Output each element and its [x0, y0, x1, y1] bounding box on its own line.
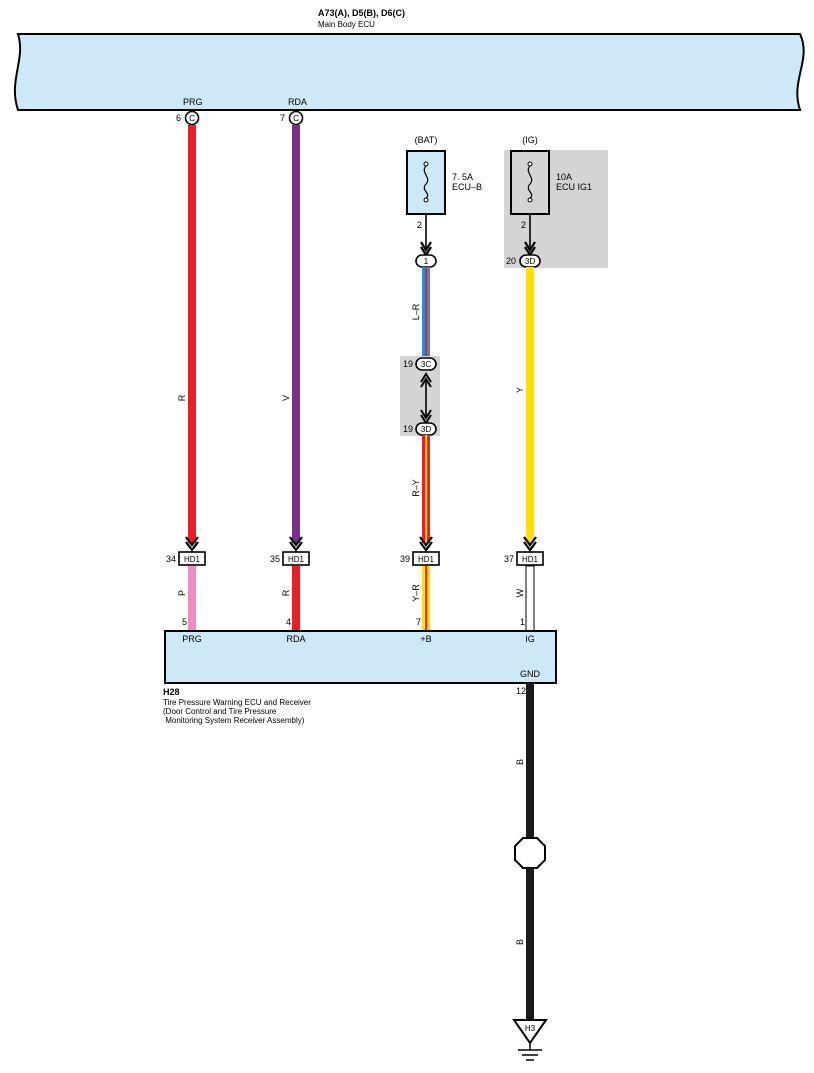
receiver-pin-7: 7 [416, 617, 421, 627]
junction-lower-pin: 19 [403, 424, 413, 434]
ground-point-h3 [512, 1019, 548, 1045]
wire-prg-upper [188, 125, 196, 543]
hd1-pin-35: 35 [270, 554, 280, 564]
receiver-terminal-ig: IG [525, 634, 535, 644]
junction-upper-pin: 19 [403, 359, 413, 369]
hd1-connector-bat-label: HD1 [418, 555, 435, 564]
wire-rda-lower [292, 566, 300, 631]
ecu-pin-7: 7 [280, 113, 285, 123]
bat-connector-label: 1 [424, 257, 429, 266]
wire-ig-upper-label: Y [515, 387, 525, 393]
junction-3d-label: 3D [421, 425, 431, 434]
wire-gnd-upper [526, 683, 534, 838]
ig-fuse-source: (IG) [522, 135, 538, 145]
junction-3c-label: 3C [421, 360, 431, 369]
main-ecu-title: A73(A), D5(B), D6(C) [318, 8, 405, 18]
receiver-name-line-1: Tire Pressure Warning ECU and Receiver [163, 698, 311, 707]
ecu-connector-c-rda [288, 110, 304, 126]
fuse-icon [423, 161, 429, 203]
receiver-pin-5: 5 [182, 617, 187, 627]
wire-gnd-upper-label: B [515, 759, 525, 765]
wire-bat-middle-stripe [425, 435, 427, 543]
hd1-pin-37: 37 [504, 554, 514, 564]
wire-ig-upper [526, 267, 534, 543]
hd1-connector-ig [516, 551, 544, 566]
receiver-terminal-b: +B [420, 634, 431, 644]
wire-prg-upper-label: R [177, 394, 187, 401]
main-ecu-name: Main Body ECU [318, 20, 375, 29]
receiver-name-line-3: Monitoring System Receiver Assembly) [163, 716, 305, 725]
receiver-ecu-box [164, 630, 557, 684]
hd1-pin-34: 34 [166, 554, 176, 564]
bat-fuse-rating: 7. 5A [452, 172, 473, 182]
receiver-terminal-gnd: GND [520, 669, 541, 679]
ecu-connector-c-prg-label: C [189, 114, 195, 123]
wire-bat-middle-label: R–Y [411, 479, 421, 497]
wire-gnd-lower-label: B [515, 939, 525, 945]
ground-splice-point [514, 837, 546, 869]
receiver-pin-4: 4 [286, 617, 291, 627]
bat-fuse-source: (BAT) [415, 135, 438, 145]
bat-fuse-pin: 2 [417, 220, 422, 230]
ig-fuse-rating: 10A [556, 172, 572, 182]
main-body-ecu-box [13, 33, 805, 111]
receiver-gnd-pin: 12 [516, 686, 526, 696]
ig-fuse-name: ECU IG1 [556, 182, 592, 192]
wire-gnd-lower [526, 868, 534, 1020]
receiver-terminal-rda: RDA [286, 634, 305, 644]
hd1-connector-rda-label: HD1 [288, 555, 305, 564]
hd1-connector-prg [178, 551, 206, 566]
hd1-connector-ig-label: HD1 [522, 555, 539, 564]
ig-fuse-box [510, 150, 550, 215]
hd1-pin-39: 39 [400, 554, 410, 564]
hd1-arrows [185, 536, 537, 552]
ecu-pin-6: 6 [176, 113, 181, 123]
ig-connector-label: 3D [525, 257, 535, 266]
ecu-connector-c-rda-label: C [293, 114, 299, 123]
hd1-connector-bat [412, 551, 440, 566]
hd1-connector-prg-label: HD1 [184, 555, 201, 564]
ecu-terminal-rda-label: RDA [288, 97, 307, 107]
bat-fuse-name: ECU–B [452, 182, 482, 192]
junction-3c [415, 357, 437, 371]
wire-prg-lower [188, 566, 196, 631]
wire-bat-lower-label: Y–R [411, 584, 421, 602]
wire-bat-upper-label: L–R [411, 303, 421, 320]
ground-point-label: H3 [525, 1024, 536, 1033]
ecu-connector-c-prg [184, 110, 200, 126]
ig-fuse-pin: 2 [521, 220, 526, 230]
wire-prg-lower-label: P [177, 590, 187, 596]
wire-bat-lower-stripe [425, 566, 427, 631]
receiver-terminal-prg: PRG [182, 634, 202, 644]
bat-fuse-arrow [420, 241, 432, 253]
ecu-terminal-prg-label: PRG [183, 97, 203, 107]
hd1-connector-rda [282, 551, 310, 566]
wire-bat-upper-stripe [425, 267, 427, 356]
fuse-icon [527, 161, 533, 203]
wire-ig-lower-label: W [515, 588, 525, 597]
receiver-pin-1: 1 [520, 617, 525, 627]
wire-rda-upper [292, 125, 300, 543]
wire-rda-upper-label: V [281, 395, 291, 401]
ig-connector-pin: 20 [506, 256, 516, 266]
junction-arrow-up [420, 372, 432, 388]
receiver-name-line-2: (Door Control and Tire Pressure [163, 707, 277, 716]
wire-ig-lower [525, 565, 535, 632]
bat-fuse-box [406, 150, 446, 215]
ground-symbol-icon [518, 1043, 542, 1061]
wire-rda-lower-label: R [281, 589, 291, 596]
receiver-code: H28 [163, 687, 180, 697]
